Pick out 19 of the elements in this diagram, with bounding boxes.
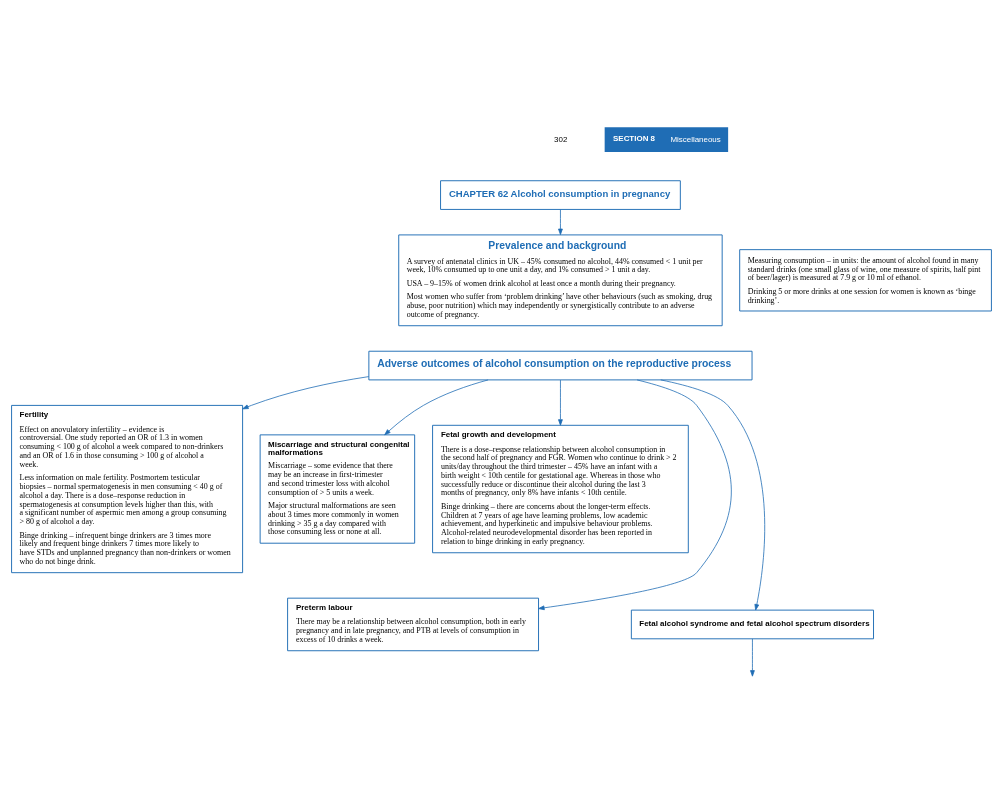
node-box: Fertility Effect on anovulatory infertility – evidence is controversial. One study reported an OR of 1.3 in women consuming < 100 g of alcohol a week compared to non-drinkers and an OR of 1.6 in those consuming > 100 g of alcohol a week. Less information on male fertility. Postmortem testicular biopsies – normal spermatogenesis in men consuming < 40 g of alcohol a day. There is a dose–response reduction in spermatogenesis at consumption levels higher than this, with a significant number of aspermic men among a group consuming > 80 g of alcohol a day. Binge drinking – infrequent binge drinkers are 3 times more likely and frequent binge drinkers 7 times more likely to have STDs and unplanned pregnancy than non-drinkers or women who do not binge drink.: [11, 404, 244, 573]
node-box: Preterm labour There may be a relationship between alcohol consumption, both in early pregnancy and in late pregnancy, and PTB at levels of consumption in excess of 10 drinks a week.: [287, 597, 539, 651]
node-box: Measuring consumption – in units: the amount of alcohol found in many standard drinks (one small glass of wine, one measure of spirits, half pint of beer/lager) is measured at 7.9 g or 10 ml of ethanol. Drinking 5 or more drinks at one session for women is known as ‘binge drinking’.: [739, 248, 992, 311]
label: SECTION 8: [613, 133, 656, 143]
node-box: Prevalence and background A survey of antenatal clinics in UK – 45% consumed no alcohol, 44% consumed < 1 unit per week, 10% consumed up to one unit a day, and 1% consumed > 1 unit a day. USA – 9–15% of women drink alcohol at least once a month during their pregnancy. Most women who suffer from ‘problem drinking’ have other behaviours (such as smoking, drug abuse, poor nutrition) which may independently or synergistically contribute to an adverse outcome of pregnancy.: [398, 233, 723, 326]
arrow: [384, 379, 489, 435]
arrow: [558, 379, 563, 426]
arrow: [558, 208, 563, 235]
node-box: Fetal growth and development There is a dose–response relationship between alcohol consumption in the second half of pregnancy and FGR. Women who continue to drink > 2 units/day throughout the third trimester – 45% have an infant with a birth weight < 10th centile for gestational age. Whereas in those who successfully reduce or discontinue their alcohol during the last 3 months of pregnancy, only 8% have infants < 10th centile. Binge drinking – there are concerns about the longer-term effects. Children at 7 years of age have learning problems, low academic achievement, and hyperkinetic and impulsive behaviour problems. Alcohol-related neurodevelopmental disorder has been reported in relation to binge drinking in early pregnancy.: [432, 424, 689, 553]
arrow: [242, 375, 370, 409]
node-box: CHAPTER 62 Alcohol consumption in pregnancy: [440, 179, 681, 210]
node-box: Fetal alcohol syndrome and fetal alcohol spectrum disorders: [630, 609, 874, 639]
node-box: Miscarriage and structural congenital malformations Miscarriage – some evidence that there may be an increase in first-trimester and second trimester loss with alcohol consumption of > 5 units a week. Major structural malformations are seen about 3 times more commonly in women drinking > 35 g a day compared with those consuming less or none at all.: [259, 433, 416, 544]
node-box: Adverse outcomes of alcohol consumption on the reproductive process: [368, 350, 753, 380]
arrow: [660, 379, 766, 610]
label: Miscellaneous: [670, 134, 721, 144]
arrow: [750, 638, 755, 677]
label: 302: [554, 134, 568, 144]
arrow: [538, 379, 732, 610]
